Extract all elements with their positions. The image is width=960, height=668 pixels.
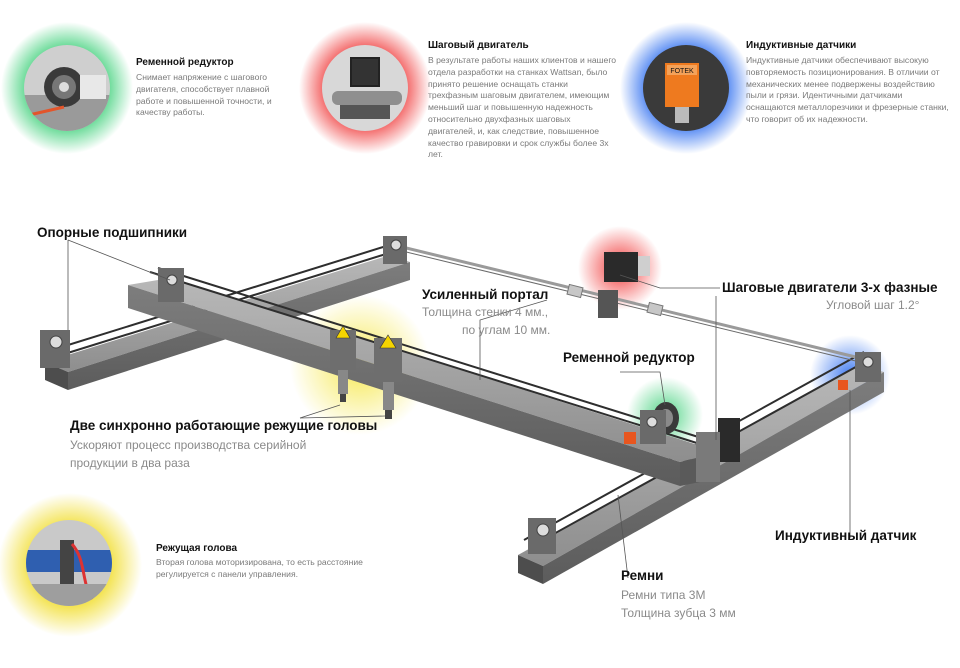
feature-title-belt-reducer: Ременной редуктор xyxy=(136,57,234,68)
inductive-sensor-photo: FOTEK xyxy=(643,45,729,131)
label-inductive-sensor: Индуктивный датчик xyxy=(775,528,917,543)
label-tooth-thickness: Толщина зубца 3 мм xyxy=(621,606,736,620)
bearing-bracket-front-right xyxy=(528,518,556,554)
portal-sensor xyxy=(624,432,636,444)
label-belts: Ремни xyxy=(621,568,664,583)
cutting-head-1 xyxy=(330,325,356,402)
label-dual-heads-desc1: Ускоряют процесс производства серийной xyxy=(70,438,307,452)
bearing-bracket-front-left xyxy=(40,330,70,368)
label-dual-heads: Две синхронно работающие режущие головы xyxy=(70,418,378,433)
feature-text-stepper-motor: В результате работы наших клиентов и наш… xyxy=(428,55,617,160)
feature-title-stepper-motor: Шаговый двигатель xyxy=(428,40,529,51)
label-stepper-motors: Шаговые двигатели 3-х фазные xyxy=(722,280,938,295)
bearing-bracket-portal-left xyxy=(158,268,184,302)
bearing-bracket-back-left xyxy=(383,236,407,264)
leader-lines xyxy=(67,239,851,579)
label-dual-heads-desc2: продукции в два раза xyxy=(70,456,190,470)
feature-title-cutting-head: Режущая голова xyxy=(156,543,238,554)
stepper-motor-back xyxy=(598,252,650,318)
label-step-angle: Угловой шаг 1.2° xyxy=(826,298,920,312)
cutting-head-2 xyxy=(374,334,402,419)
belt-reducer-photo xyxy=(24,45,110,131)
feature-title-inductive-sensors: Индуктивные датчики xyxy=(746,40,857,51)
label-support-bearings: Опорные подшипники xyxy=(37,225,188,240)
sensor-brand-text: FOTEK xyxy=(670,68,694,75)
inductive-sensor-marker xyxy=(838,380,848,390)
label-belt-reducer: Ременной редуктор xyxy=(563,350,695,365)
back-drive-shaft xyxy=(397,244,869,365)
stepper-motor-photo xyxy=(322,45,408,131)
feature-text-inductive-sensors: Индуктивные датчики обеспечивают высокую… xyxy=(746,55,949,124)
label-belt-type: Ремни типа 3M xyxy=(621,588,706,602)
cutting-head-photo xyxy=(26,520,112,606)
label-portal-wall: Толщина стенки 4 мм., xyxy=(422,305,549,319)
bearing-bracket-portal-right xyxy=(640,410,666,444)
label-portal-corners: по углам 10 мм. xyxy=(462,323,551,337)
bearing-bracket-back-right xyxy=(855,352,881,382)
label-reinforced-portal: Усиленный портал xyxy=(422,287,549,302)
feature-text-belt-reducer: Снимает напряжение с шагового двигателя,… xyxy=(136,72,272,118)
feature-text-cutting-head: Вторая голова моторизирована, то есть ра… xyxy=(156,557,363,579)
